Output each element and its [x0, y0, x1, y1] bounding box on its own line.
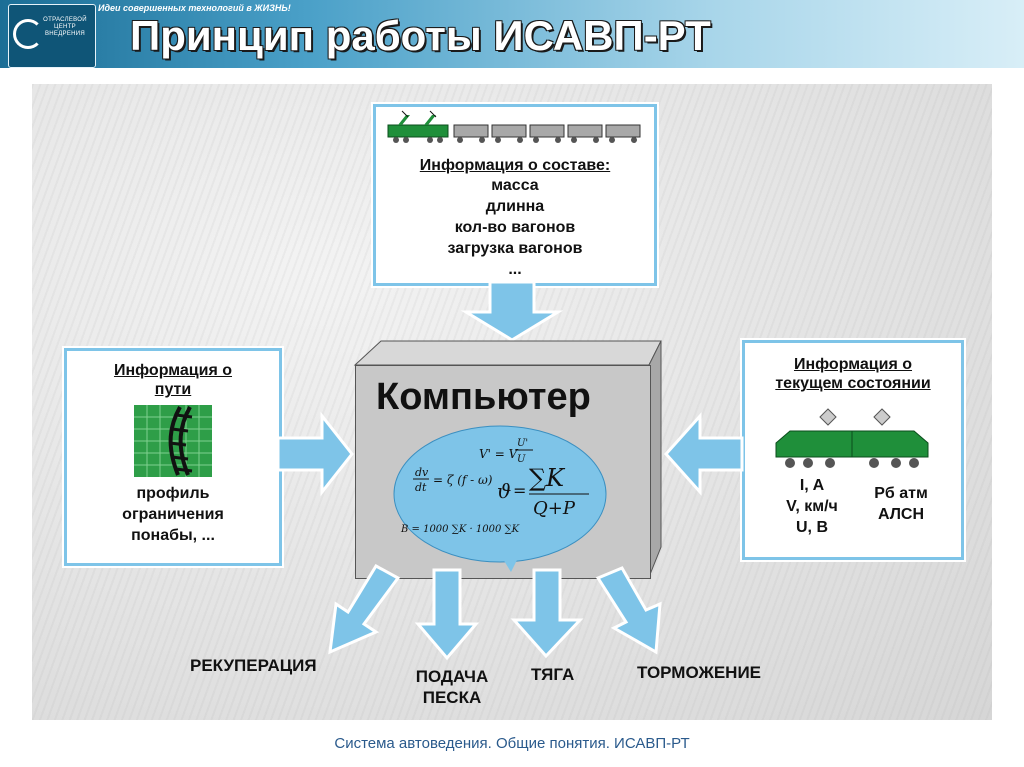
state-info-heading-2: текущем состоянии: [775, 375, 931, 392]
state-param: V, км/ч: [786, 498, 838, 515]
state-info-heading-1: Информация о: [793, 356, 913, 373]
locomotive-icon: [387, 110, 449, 143]
track-info-item: ограничения: [122, 506, 224, 523]
arrow-output-braking: [595, 566, 662, 655]
train-icon: [387, 110, 641, 143]
svg-text:dv: dv: [415, 466, 429, 479]
train-info-item: загрузка вагонов: [447, 240, 583, 257]
track-info-heading-1: Информация о: [113, 362, 233, 379]
track-info-heading-2: пути: [154, 381, 192, 398]
state-param: I, A: [799, 477, 825, 494]
state-param: Рб атм: [874, 485, 928, 502]
page-title: Принцип работы ИСАВП-РТ: [130, 12, 711, 59]
train-info-item: масса: [491, 177, 539, 194]
train-info-item: длинна: [485, 198, 545, 215]
output-sand-line2: ПЕСКА: [422, 688, 482, 707]
state-param: АЛСН: [877, 506, 925, 523]
logo-mark: [13, 19, 43, 49]
output-braking: ТОРМОЖЕНИЕ: [637, 663, 761, 682]
output-sand-line1: ПОДАЧА: [415, 667, 489, 686]
slogan: Идеи совершенных технологий в ЖИЗНЬ!: [98, 3, 291, 13]
arrow-left-input: [663, 412, 744, 496]
arrow-output-traction: [510, 568, 584, 659]
train-info-heading: Информация о составе:: [419, 157, 611, 174]
arrow-output-sand: [414, 568, 480, 661]
computer-label: Компьютер: [376, 376, 591, 418]
svg-text:ϑ: ϑ: [497, 479, 511, 503]
train-info-item: ...: [508, 261, 522, 278]
output-recuperation: РЕКУПЕРАЦИЯ: [190, 656, 317, 675]
output-sand: ПОДАЧА ПЕСКА: [402, 666, 502, 708]
track-info-item: понабы, ...: [131, 527, 215, 544]
logo-text: ОТРАСЛЕВОЙ ЦЕНТР ВНЕДРЕНИЯ: [43, 17, 87, 37]
locomotive-icon: [775, 408, 929, 468]
svg-text:B = 1000 ∑K · 1000 ∑K: B = 1000 ∑K · 1000 ∑K: [400, 524, 520, 535]
footer-caption: Система автоведения. Общие понятия. ИСАВ…: [334, 735, 690, 752]
wagons-icon: [453, 124, 641, 138]
svg-text:dt: dt: [415, 481, 427, 494]
track-info-box: Информация о пути профиль ограничения по…: [64, 348, 282, 566]
arrow-output-recuperation: [328, 563, 401, 655]
svg-text:V' = V: V' = V: [479, 447, 519, 461]
train-info-item: кол-во вагонов: [454, 219, 576, 236]
header-bar: ОТРАСЛЕВОЙ ЦЕНТР ВНЕДРЕНИЯ Идеи совершен…: [0, 0, 1024, 68]
svg-text:= ζ (f - ω): = ζ (f - ω): [433, 473, 493, 487]
state-param: U, B: [796, 519, 828, 536]
svg-text:U: U: [517, 454, 526, 465]
state-info-box: Информация о текущем состоянии I, A V, к…: [742, 340, 964, 560]
track-icon: [134, 405, 212, 477]
computer-3d-top: [353, 340, 662, 578]
svg-text:U': U': [517, 438, 528, 449]
svg-text:=: =: [513, 481, 526, 500]
train-info-box: Информация о составе: масса длинна кол-в…: [373, 104, 657, 286]
arrow-down-input: [460, 280, 564, 342]
svg-text:Q+P: Q+P: [533, 498, 576, 519]
logo: ОТРАСЛЕВОЙ ЦЕНТР ВНЕДРЕНИЯ: [8, 4, 96, 68]
arrow-right-input: [276, 411, 354, 497]
track-info-item: профиль: [136, 485, 210, 502]
output-traction: ТЯГА: [531, 665, 575, 684]
svg-text:∑K: ∑K: [529, 464, 566, 492]
formula-bubble: V' = V U' U dv dt = ζ (f - ω) ϑ = ∑K Q+P…: [393, 425, 607, 572]
